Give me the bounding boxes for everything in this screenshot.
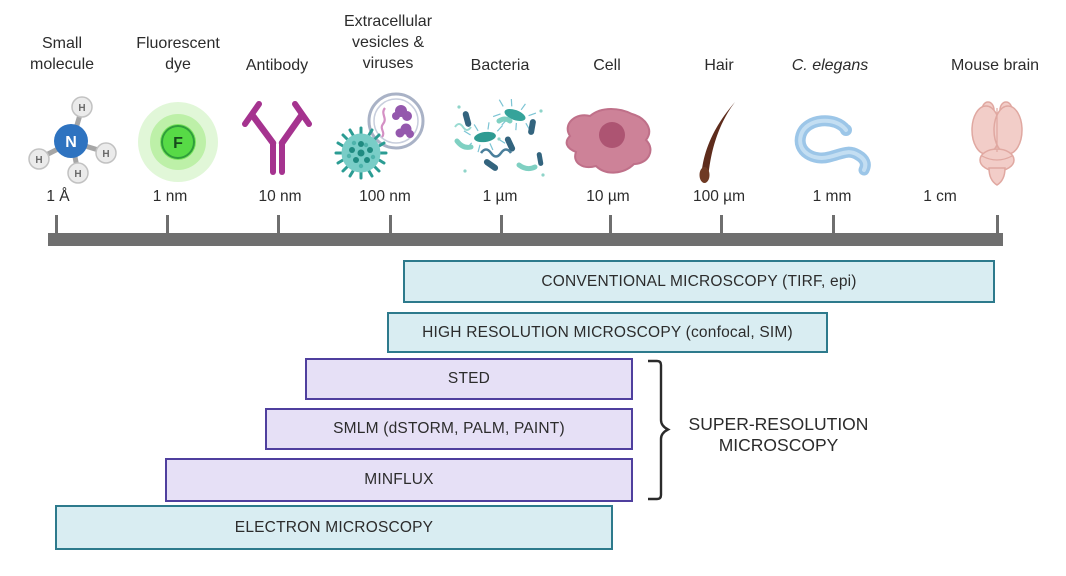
size-label-100nm: 100 nm (359, 188, 411, 205)
hydrogen-letter: H (78, 103, 85, 114)
bar-sted: STED (305, 358, 633, 400)
scale-tick (719, 215, 723, 237)
scale-tick (995, 215, 999, 237)
size-label-10nm: 10 nm (258, 188, 302, 205)
scale-tick (276, 215, 280, 237)
scale-axis-bar (48, 233, 1003, 246)
size-label-10um: 10 µm (586, 188, 630, 205)
hydrogen-letter: H (74, 169, 81, 180)
bar-electron-microscopy: ELECTRON MICROSCOPY (55, 505, 613, 550)
cell-icon (565, 108, 652, 174)
object-label-antibody: Antibody (245, 57, 309, 74)
nitrogen-letter: N (65, 134, 77, 151)
scale-tick (831, 215, 835, 237)
hydrogen-letter: H (35, 155, 42, 166)
bacteria-icon (454, 99, 545, 177)
size-label-1nm: 1 nm (152, 188, 188, 205)
scale-tick (165, 215, 169, 237)
brace-icon (648, 359, 671, 501)
vesicle-virus-icon (334, 92, 425, 180)
size-label-1um: 1 µm (482, 188, 518, 205)
bar-high-resolution-microscopy: HIGH RESOLUTION MICROSCOPY (confocal, SI… (387, 312, 828, 353)
mouse-brain-icon (971, 101, 1023, 186)
object-label-cell: Cell (593, 57, 621, 74)
c-elegans-icon (794, 115, 871, 176)
fluorescent-dye-icon: F (138, 102, 218, 182)
super-resolution-label-line2: MICROSCOPY (718, 435, 839, 455)
hydrogen-letter: H (102, 149, 109, 160)
object-label-hair: Hair (704, 57, 734, 74)
object-label-mouse-brain: Mouse brain (950, 57, 1040, 74)
object-label-fluorescent-dye: Fluorescent dye (136, 35, 220, 73)
super-resolution-group-label: SUPER-RESOLUTION MICROSCOPY (676, 414, 881, 456)
object-label-small-molecule: Small molecule (29, 35, 95, 73)
scale-tick (388, 215, 392, 237)
antibody-icon (242, 101, 312, 175)
object-label-bacteria: Bacteria (470, 57, 530, 74)
hair-icon (699, 102, 735, 183)
size-label-1mm: 1 mm (812, 188, 852, 205)
size-label-1cm: 1 cm (923, 188, 957, 205)
fluorophore-letter: F (173, 135, 183, 152)
size-label-1a: 1 Å (46, 188, 70, 205)
object-label-extracellular-vesicles: Extracellular vesicles & viruses (343, 13, 433, 72)
bar-smlm: SMLM (dSTORM, PALM, PAINT) (265, 408, 633, 450)
scale-tick (499, 215, 503, 237)
size-label-100um: 100 µm (692, 188, 745, 205)
scale-tick (608, 215, 612, 237)
bar-conventional-microscopy: CONVENTIONAL MICROSCOPY (TIRF, epi) (403, 260, 995, 303)
super-resolution-label-line1: SUPER-RESOLUTION (688, 414, 869, 434)
ammonia-molecule-icon: H H H H N (28, 96, 117, 184)
bar-minflux: MINFLUX (165, 458, 633, 502)
scale-tick (54, 215, 58, 237)
object-label-c-elegans: C. elegans (791, 57, 869, 74)
